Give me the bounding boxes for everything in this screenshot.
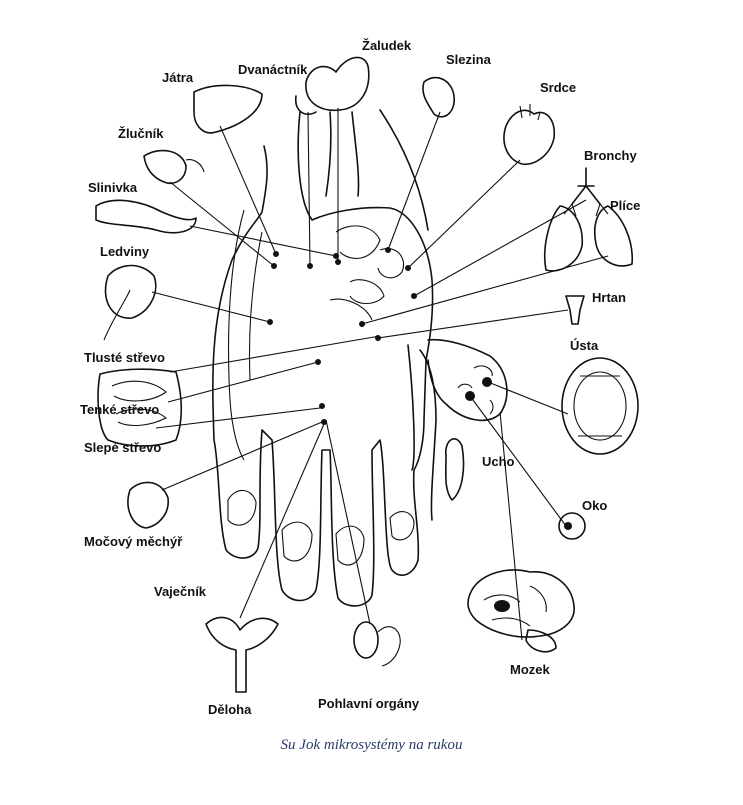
heart-icon <box>503 104 556 165</box>
mouth-icon <box>561 357 639 455</box>
label-zlucnik: Žlučník <box>118 126 164 141</box>
label-slepe-strevo: Slepé střevo <box>84 440 161 455</box>
label-bronchy: Bronchy <box>584 148 638 163</box>
pancreas-icon <box>95 199 197 234</box>
duodenum-icon <box>295 95 317 116</box>
label-mocovy-mechyr: Močový měchýř <box>84 534 183 549</box>
gallbladder-icon <box>143 149 205 184</box>
eye-icon <box>558 512 586 540</box>
label-slinivka: Slinivka <box>88 180 138 195</box>
stomach-icon <box>305 56 370 112</box>
label-ledviny: Ledviny <box>100 244 150 259</box>
label-oko: Oko <box>582 498 607 513</box>
label-pohlavni-organy: Pohlavní orgány <box>318 696 420 711</box>
label-ucho: Ucho <box>482 454 515 469</box>
ear-icon <box>444 438 465 501</box>
hand-outline <box>212 109 508 607</box>
figure-caption: Su Jok mikrosystémy na rukou <box>280 737 463 753</box>
label-vajecnik: Vaječník <box>154 584 207 599</box>
label-jatra: Játra <box>162 70 194 85</box>
uterus-icon <box>205 616 279 693</box>
leader-lines <box>151 108 609 641</box>
intestines-icon <box>97 368 183 447</box>
bladder-icon <box>127 481 169 529</box>
liver-icon <box>193 84 263 134</box>
label-plice: Plíce <box>610 198 640 213</box>
label-tluste-strevo: Tlusté střevo <box>84 350 165 365</box>
acupoint-dots <box>267 247 417 425</box>
label-srdce: Srdce <box>540 80 576 95</box>
label-usta: Ústa <box>570 338 599 353</box>
larynx-icon <box>565 295 585 325</box>
kidney-icon <box>103 264 157 341</box>
brain-icon <box>467 569 575 653</box>
label-zaludek: Žaludek <box>362 38 412 53</box>
organ-labels: Žaludek Dvanáctník Slezina Játra Srdce Ž… <box>80 38 640 717</box>
label-slezina: Slezina <box>446 52 492 67</box>
label-hrtan: Hrtan <box>592 290 626 305</box>
genitals-icon <box>353 621 401 667</box>
label-dvanactnik: Dvanáctník <box>238 62 308 77</box>
label-tenke-strevo: Tenké střevo <box>80 402 159 417</box>
spleen-icon <box>422 76 455 118</box>
label-mozek: Mozek <box>510 662 551 677</box>
label-deloha: Děloha <box>208 702 252 717</box>
